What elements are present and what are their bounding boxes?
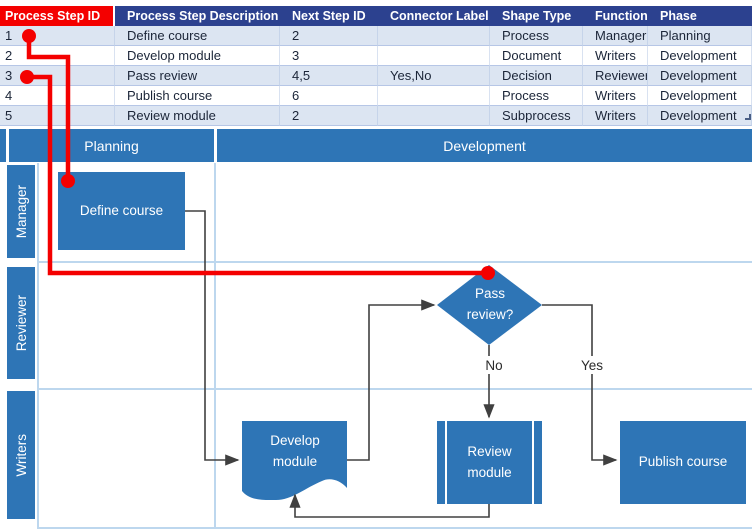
cell-description[interactable]: Define course: [115, 26, 280, 46]
lane-label: Reviewer: [13, 294, 29, 352]
cell-function[interactable]: Writers: [583, 106, 648, 126]
lane-header-writers[interactable]: Writers: [7, 391, 35, 519]
header-function[interactable]: Function: [583, 6, 648, 26]
table-row: 5 Review module 2 Subprocess Writers Dev…: [0, 106, 752, 126]
cell-phase[interactable]: Development: [648, 46, 752, 66]
shape-label-develop-module: Develop module: [270, 433, 320, 469]
table-row: 4 Publish course 6 Process Writers Devel…: [0, 86, 752, 106]
callout-dot-pass-review: [481, 266, 495, 280]
header-process-step-id[interactable]: Process Step ID: [0, 6, 115, 26]
header-shape-type[interactable]: Shape Type: [490, 6, 583, 26]
lane-divider-manager-reviewer: [37, 261, 752, 263]
table-resize-handle-icon[interactable]: [745, 114, 751, 120]
process-map-table: Process Step ID Process Step Description…: [0, 6, 752, 126]
cell-shape-type[interactable]: Decision: [490, 66, 583, 86]
cell-connector-label[interactable]: [378, 26, 490, 46]
shape-label: Define course: [79, 202, 164, 218]
table-row: 3 Pass review 4,5 Yes,No Decision Review…: [0, 66, 752, 86]
cell-description[interactable]: Pass review: [115, 66, 280, 86]
cell-phase[interactable]: Development: [648, 106, 752, 126]
phase-header-planning[interactable]: Planning: [9, 129, 214, 162]
lane-label: Manager: [13, 184, 29, 239]
lane-header-reviewer[interactable]: Reviewer: [7, 267, 35, 379]
cell-id[interactable]: 4: [0, 86, 115, 106]
phase-label: Planning: [84, 137, 139, 154]
shape-label: Publish course: [638, 454, 728, 470]
table-header-row: Process Step ID Process Step Description…: [0, 6, 752, 26]
cell-id[interactable]: 1: [0, 26, 115, 46]
table-row: 1 Define course 2 Process Manager Planni…: [0, 26, 752, 46]
cell-next-step[interactable]: 2: [280, 26, 378, 46]
subprocess-side-bar: [445, 421, 447, 504]
cell-function[interactable]: Writers: [583, 86, 648, 106]
cell-connector-label[interactable]: [378, 86, 490, 106]
header-connector-label[interactable]: Connector Label: [378, 6, 490, 26]
cell-description[interactable]: Publish course: [115, 86, 280, 106]
connector-label-yes: Yes: [576, 356, 608, 374]
cell-shape-type[interactable]: Process: [490, 86, 583, 106]
shape-label: Review module: [467, 443, 512, 480]
header-phase[interactable]: Phase: [648, 6, 752, 26]
cell-id[interactable]: 2: [0, 46, 115, 66]
cell-function[interactable]: Manager: [583, 26, 648, 46]
phase-band-corner: [0, 129, 6, 162]
cell-phase[interactable]: Development: [648, 86, 752, 106]
lane-border-bottom: [37, 527, 752, 529]
cell-id[interactable]: 3: [0, 66, 115, 86]
lane-header-manager[interactable]: Manager: [7, 165, 35, 258]
cell-function[interactable]: Reviewer: [583, 66, 648, 86]
phase-divider-line: [214, 163, 216, 527]
header-next-step-id[interactable]: Next Step ID: [280, 6, 378, 26]
lane-label: Writers: [13, 433, 29, 477]
phase-header-development[interactable]: Development: [217, 129, 752, 162]
lane-divider-reviewer-writers: [37, 388, 752, 390]
cell-next-step[interactable]: 2: [280, 106, 378, 126]
lane-border-vertical: [37, 163, 39, 527]
cell-phase[interactable]: Development: [648, 66, 752, 86]
connector-define-to-develop[interactable]: [185, 210, 240, 466]
cell-connector-label[interactable]: Yes,No: [378, 66, 490, 86]
phase-label: Development: [443, 137, 526, 154]
process-shape-define-course[interactable]: Define course: [58, 172, 185, 250]
process-shape-publish-course[interactable]: Publish course: [620, 421, 746, 504]
connector-label-no: No: [480, 356, 508, 374]
cell-shape-type[interactable]: Subprocess: [490, 106, 583, 126]
cell-shape-type[interactable]: Document: [490, 46, 583, 66]
shape-label-pass-review: Pass review?: [466, 286, 514, 322]
cell-function[interactable]: Writers: [583, 46, 648, 66]
header-process-step-description[interactable]: Process Step Description: [115, 6, 280, 26]
cell-id[interactable]: 5: [0, 106, 115, 126]
cell-connector-label[interactable]: [378, 106, 490, 126]
subprocess-side-bar: [532, 421, 534, 504]
cell-connector-label[interactable]: [378, 46, 490, 66]
cell-next-step[interactable]: 6: [280, 86, 378, 106]
cell-description[interactable]: Develop module: [115, 46, 280, 66]
cell-description[interactable]: Review module: [115, 106, 280, 126]
table-row: 2 Develop module 3 Document Writers Deve…: [0, 46, 752, 66]
subprocess-shape-review-module[interactable]: Review module: [437, 421, 542, 504]
cell-shape-type[interactable]: Process: [490, 26, 583, 46]
connector-yes-passreview-to-publish[interactable]: [542, 304, 618, 466]
cell-next-step[interactable]: 3: [280, 46, 378, 66]
cell-next-step[interactable]: 4,5: [280, 66, 378, 86]
cell-phase[interactable]: Planning: [648, 26, 752, 46]
connector-develop-to-passreview[interactable]: [347, 299, 436, 461]
